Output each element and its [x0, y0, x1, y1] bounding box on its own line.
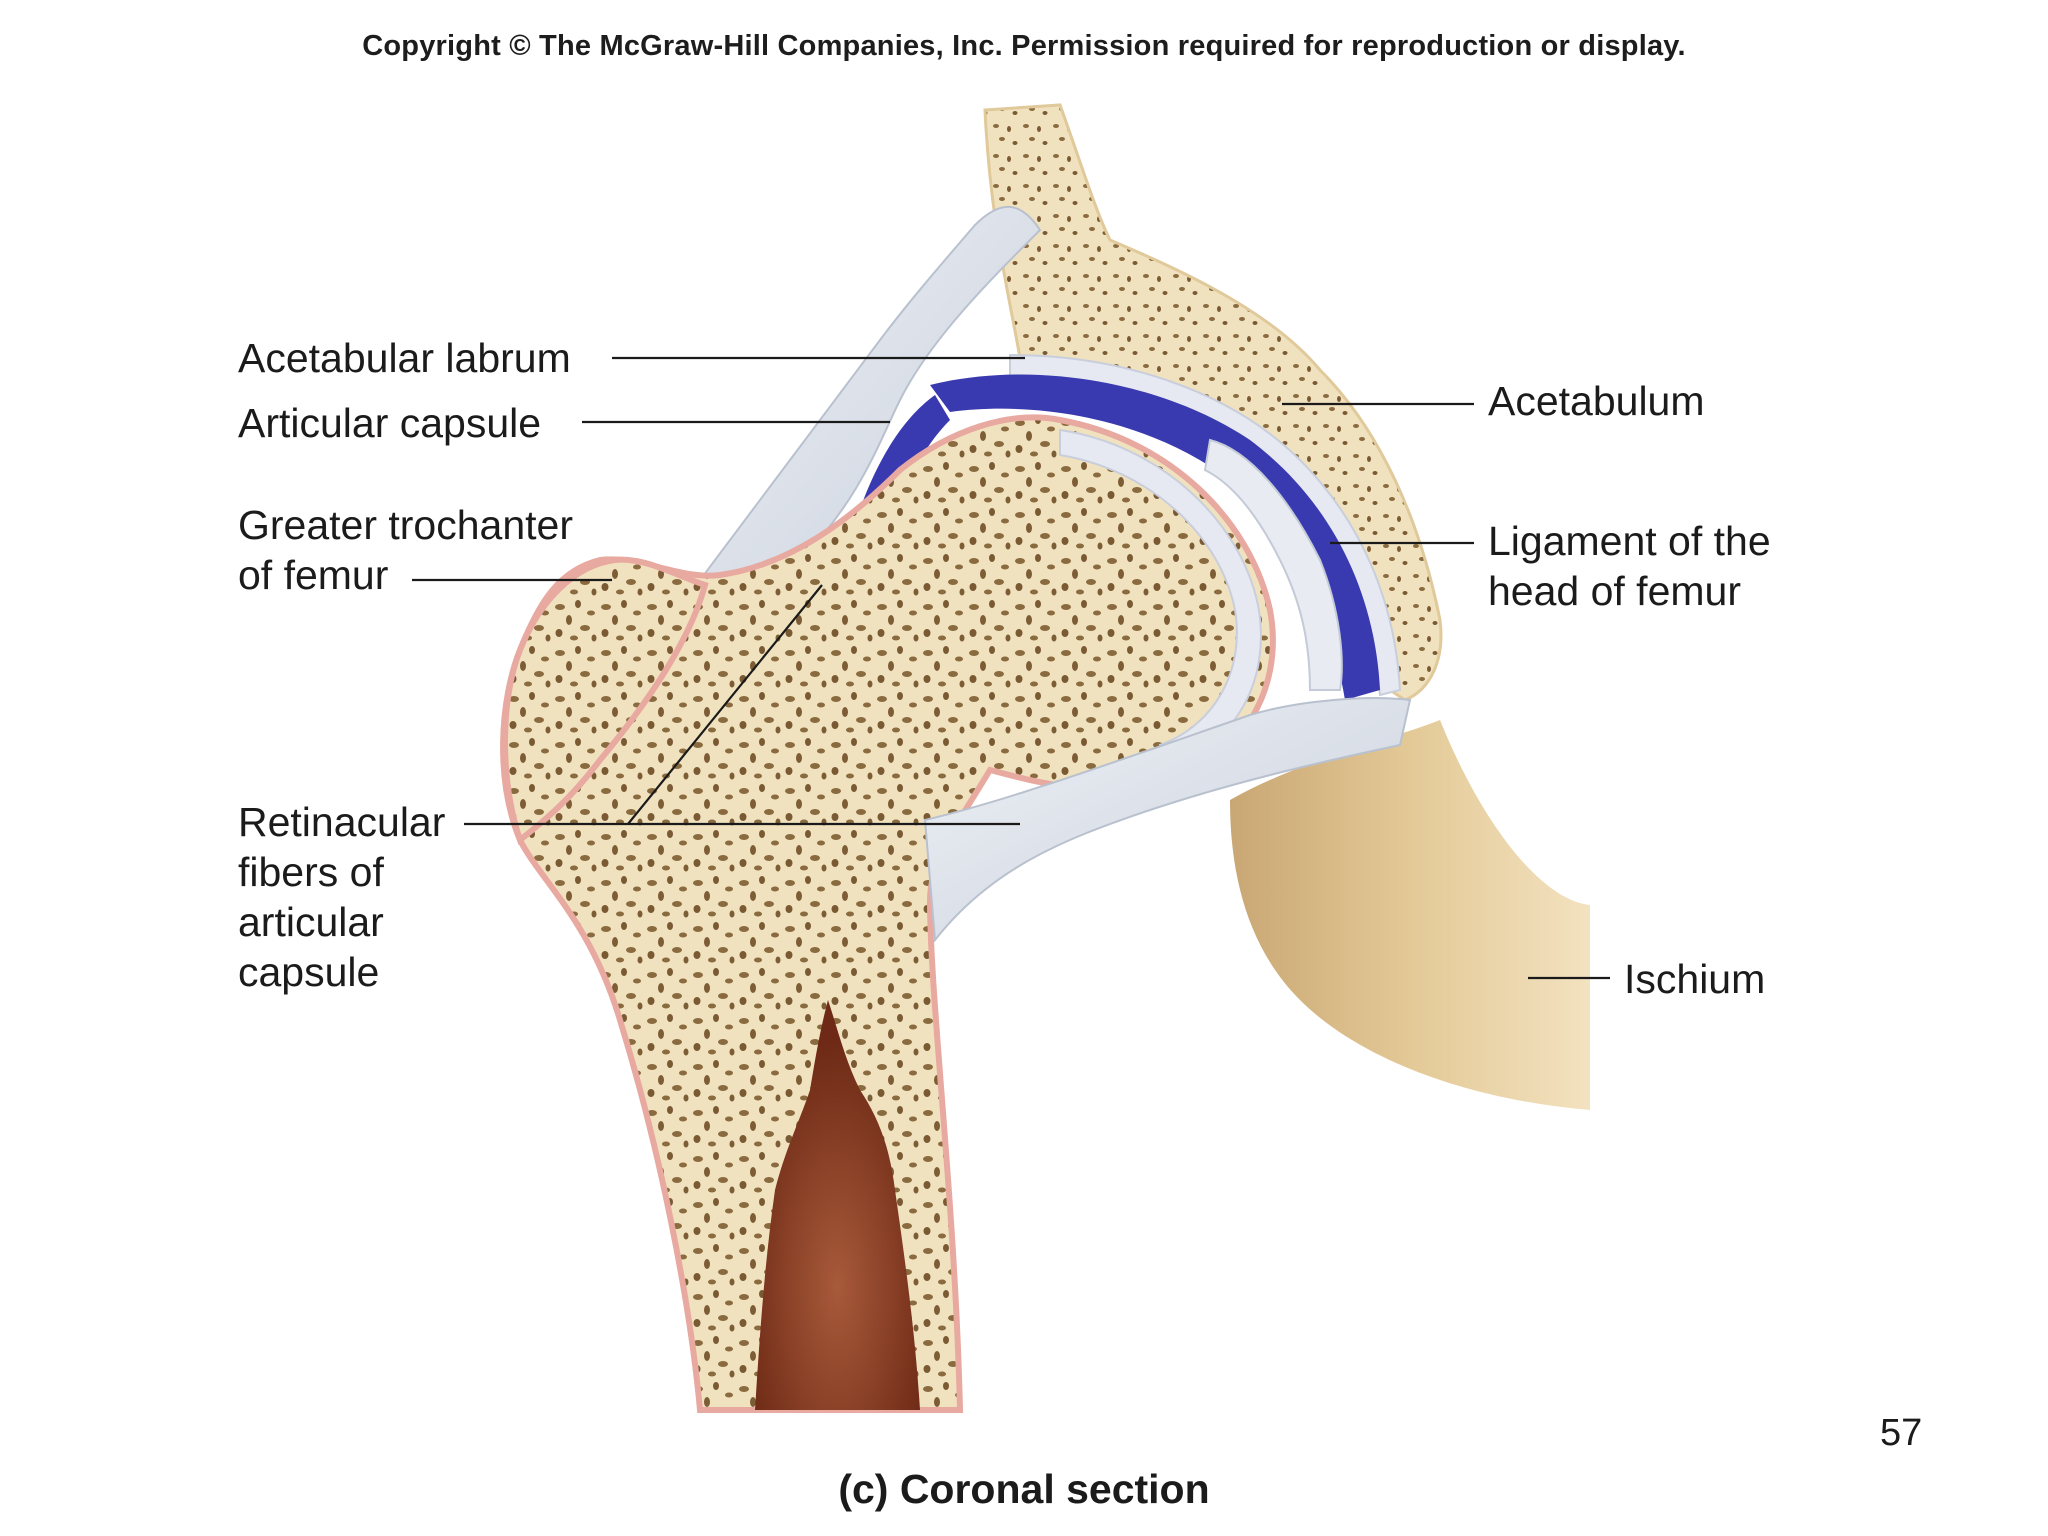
copyright-notice: Copyright © The McGraw-Hill Companies, I… [362, 30, 1686, 62]
label-articular-capsule: Articular capsule [238, 400, 542, 446]
articular-capsule-lower [923, 697, 1412, 943]
medullary-cavity [755, 1000, 920, 1410]
label-retinacular-fibers: Retinacular fibers of articular capsule [238, 799, 446, 995]
label-ischium: Ischium [1624, 956, 1766, 1002]
label-ligament-head: Ligament of the head of femur [1488, 518, 1771, 614]
leader-retinacular-b [627, 584, 823, 825]
greater-trochanter [502, 556, 709, 846]
page-number: 57 [1880, 1412, 1923, 1454]
label-greater-trochanter: Greater trochanter of femur [238, 502, 573, 598]
ligament-of-head [1203, 438, 1343, 691]
figure-caption: (c) Coronal section [838, 1466, 1210, 1512]
label-acetabular-labrum: Acetabular labrum [238, 335, 571, 381]
label-acetabulum: Acetabulum [1488, 378, 1705, 424]
ischium-bone [1230, 720, 1590, 1110]
synovial-cavity [930, 374, 1380, 700]
